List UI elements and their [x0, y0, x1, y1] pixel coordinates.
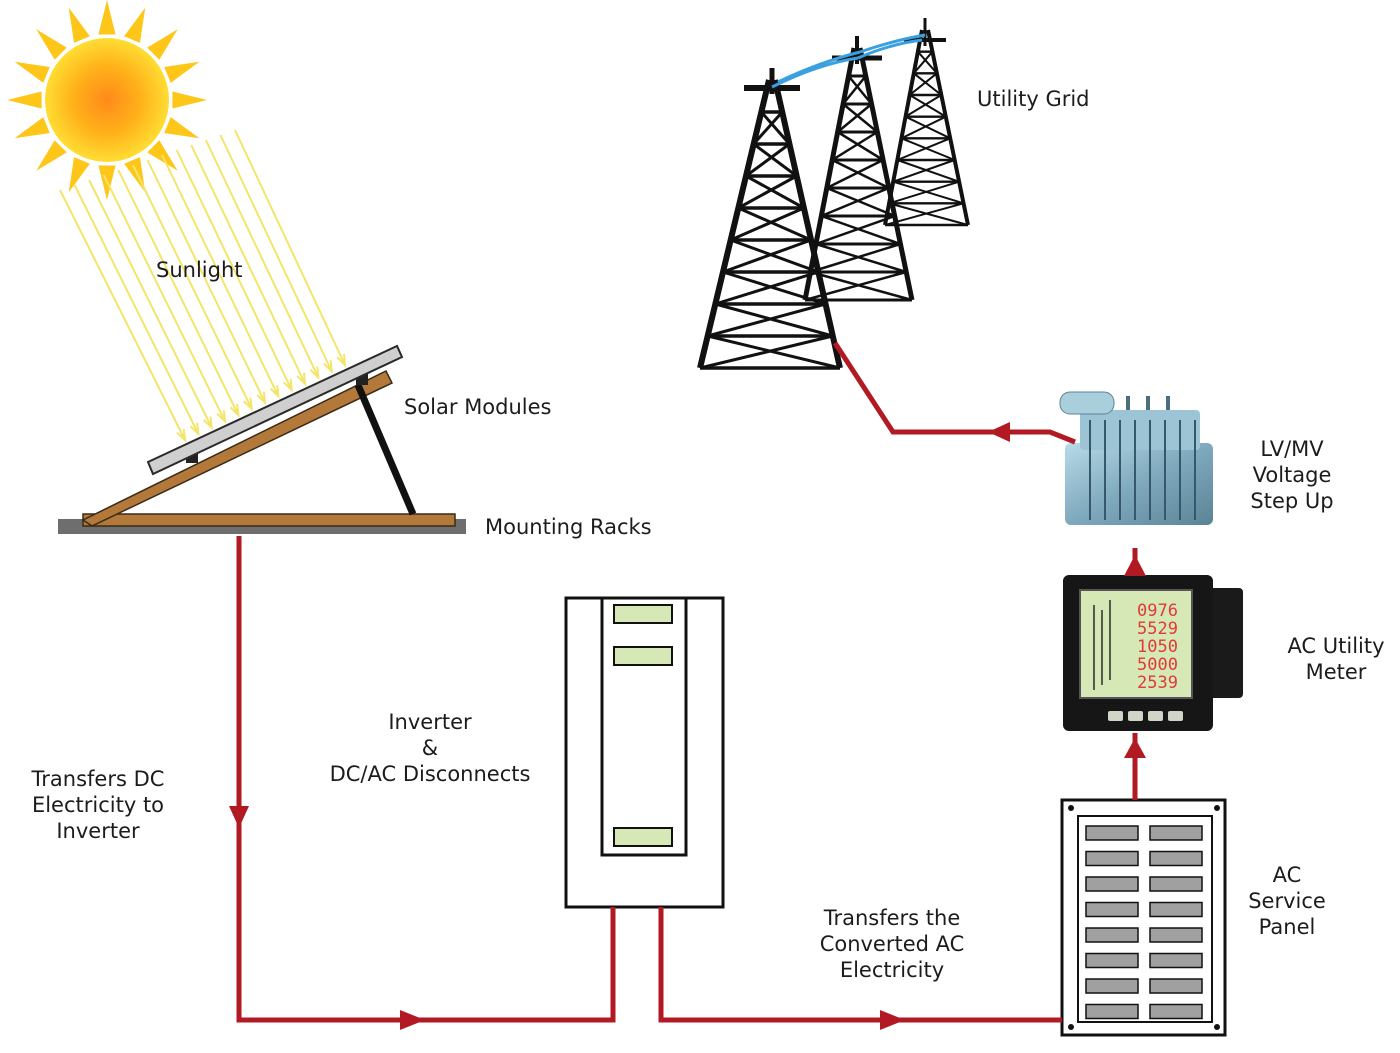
- breaker: [1149, 952, 1203, 969]
- breaker: [1085, 850, 1139, 867]
- breaker: [1085, 825, 1139, 841]
- label-transfers-dc: Transfers DC Electricity to Inverter: [31, 767, 165, 843]
- breaker: [1149, 825, 1203, 841]
- inverter-box: [564, 596, 725, 909]
- sunlight-rays: [59, 129, 347, 443]
- meter-reading: 5000: [1137, 655, 1178, 675]
- label-transfers-ac: Transfers the Converted AC Electricity: [819, 906, 965, 982]
- label-utility-meter: AC Utility Meter: [1287, 634, 1385, 684]
- utility-grid-towers: [697, 18, 970, 370]
- ac-service-panel: [1060, 798, 1227, 1037]
- label-utility-grid: Utility Grid: [977, 87, 1090, 111]
- label-mounting-racks: Mounting Racks: [485, 515, 652, 539]
- label-sunlight: Sunlight: [156, 258, 243, 282]
- breaker: [1149, 876, 1203, 892]
- breaker: [1085, 901, 1139, 918]
- meter-reading: 5529: [1137, 619, 1178, 639]
- solar-module: [146, 344, 404, 476]
- breaker: [1149, 901, 1203, 918]
- breaker: [1085, 952, 1139, 969]
- sun-icon: [7, 0, 207, 200]
- label-solar-modules: Solar Modules: [404, 395, 552, 419]
- label-step-up: LV/MV Voltage Step Up: [1250, 437, 1334, 513]
- meter-reading: 2539: [1137, 673, 1178, 693]
- label-service-panel: AC Service Panel: [1248, 863, 1326, 939]
- flow-arrows: [229, 422, 1146, 1030]
- meter-reading: 0976: [1137, 601, 1178, 621]
- transformer-icon: [1059, 391, 1213, 525]
- breaker: [1085, 978, 1139, 994]
- label-inverter: Inverter & DC/AC Disconnects: [329, 710, 531, 786]
- breaker: [1149, 1003, 1203, 1020]
- power-lines: [771, 33, 926, 89]
- breaker: [1149, 927, 1203, 943]
- breaker: [1085, 876, 1139, 892]
- breaker: [1085, 927, 1139, 943]
- meter-reading: 1050: [1137, 637, 1178, 657]
- mounting-rack: [58, 369, 466, 534]
- breaker: [1149, 850, 1203, 867]
- breaker: [1149, 978, 1203, 994]
- breaker: [1085, 1003, 1139, 1020]
